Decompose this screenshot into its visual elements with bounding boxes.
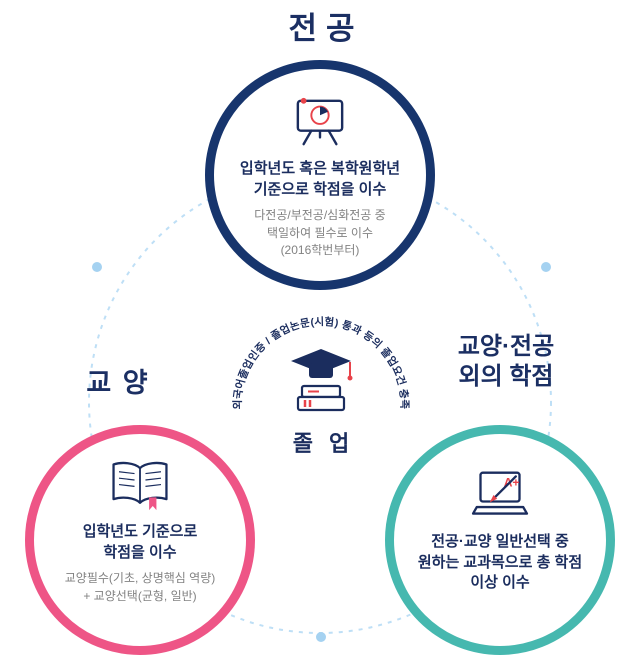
liberal-arts-label: 교 양 — [86, 368, 150, 398]
major-circle: 입학년도 혹은 복학원학년 기준으로 학점을 이수 다전공/부전공/심화전공 중… — [205, 60, 435, 290]
accent-dot-bottom — [316, 632, 326, 642]
graduation-cap-icon — [288, 347, 354, 421]
graduation-title: 졸 업 — [292, 431, 355, 456]
major-label: 전공 — [288, 11, 364, 46]
other-credits-label: 교양·전공 외의 학점 — [457, 333, 555, 390]
liberal-arts-circle: 입학년도 기준으로 학점을 이수 교양필수(기초, 상명핵심 역량) + 교양선… — [25, 425, 255, 655]
major-desc: 다전공/부전공/심화전공 중 택일하여 필수로 이수 (2016학번부터) — [254, 208, 386, 258]
presentation-chart-icon — [291, 96, 349, 148]
major-title: 입학년도 혹은 복학원학년 기준으로 학점을 이수 — [239, 160, 401, 198]
accent-dot-right — [541, 262, 551, 272]
other-credits-circle: A+ 전공·교양 일반선택 중 원하는 교과목으로 총 학점 이상 이수 — [385, 425, 615, 655]
liberal-arts-desc: 교양필수(기초, 상명핵심 역량) + 교양선택(균형, 일반) — [64, 571, 216, 603]
laptop-grade-icon: A+ — [469, 469, 531, 521]
open-book-icon — [107, 459, 173, 511]
other-credits-title: 전공·교양 일반선택 중 원하는 교과목으로 총 학점 이상 이수 — [417, 533, 583, 592]
liberal-arts-title: 입학년도 기준으로 학점을 이수 — [82, 523, 198, 561]
accent-dot-left — [92, 262, 102, 272]
